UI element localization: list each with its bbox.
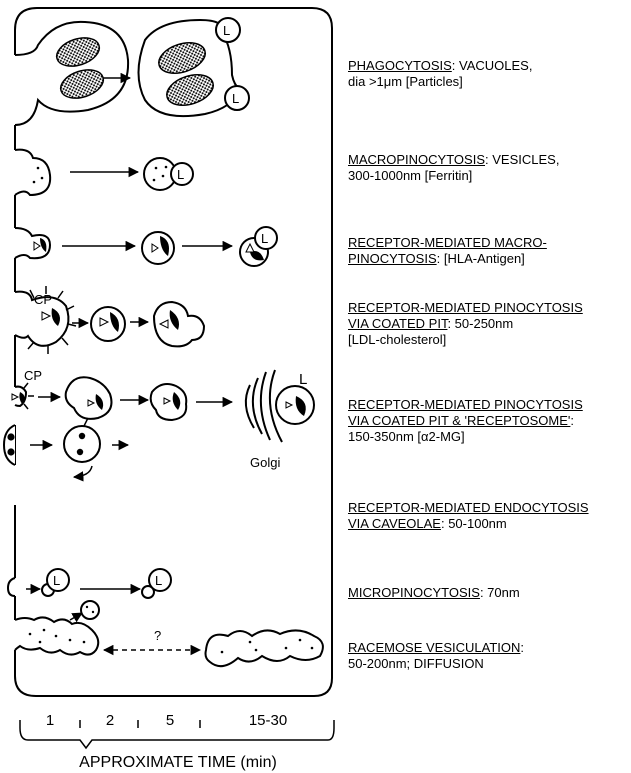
golgi-label: Golgi	[250, 455, 280, 470]
label-coated-pit: RECEPTOR-MEDIATED PINOCYTOSIS VIA COATED…	[348, 300, 583, 347]
lysosome	[148, 568, 172, 592]
lysosome-label: L	[177, 167, 184, 182]
particle	[166, 74, 214, 106]
unknown-pathway-label: ?	[154, 628, 161, 643]
particle	[158, 42, 206, 74]
label-macropinocytosis: MACROPINOCYTOSIS: VESICLES, 300-1000nm […	[348, 152, 560, 183]
macropinocytosis-row	[14, 148, 194, 197]
particle	[59, 69, 105, 99]
lysosome	[170, 162, 194, 186]
lysosome	[215, 17, 241, 43]
tick-label: 5	[166, 712, 174, 729]
cell-border	[14, 7, 333, 697]
label-receptor-macropinocytosis: RECEPTOR-MEDIATED MACRO- PINOCYTOSIS: [H…	[348, 235, 547, 266]
lysosome-label: L	[53, 573, 60, 588]
receptosome-row	[11, 369, 315, 443]
label-receptosome: RECEPTOR-MEDIATED PINOCYTOSIS VIA COATED…	[348, 397, 583, 444]
racemose-row	[14, 600, 324, 668]
label-micropinocytosis: MICROPINOCYTOSIS: 70nm	[348, 585, 520, 600]
caveola	[63, 425, 101, 463]
phagocytic-cup	[14, 20, 130, 126]
golgi-apparatus	[244, 369, 283, 443]
label-racemose: RACEMOSE VESICULATION: 50-200nm; DIFFUSI…	[348, 640, 525, 671]
lysosome	[224, 85, 250, 111]
tick-label: 2	[106, 712, 114, 729]
time-axis	[19, 720, 335, 750]
lysosome-label: L	[299, 371, 307, 388]
tick-label: 1	[46, 712, 54, 729]
coated-pit-label: CP	[24, 368, 42, 383]
caveolae-row	[2, 417, 130, 482]
axis-title: APPROXIMATE TIME (min)	[79, 754, 277, 771]
coated-pit-row	[14, 286, 206, 354]
particle	[55, 37, 101, 67]
lysosome-label: L	[232, 91, 239, 106]
macropinocytic-ruffle	[14, 148, 52, 197]
receptor-macropinocytosis-row	[14, 226, 278, 267]
lysosome-label: L	[261, 231, 268, 246]
label-phagocytosis: PHAGOCYTOSIS: VACUOLES, dia >1μm [Partic…	[348, 58, 533, 89]
lysosome	[46, 568, 70, 592]
tick-label: 15-30	[249, 712, 287, 729]
lysosome-label: L	[155, 573, 162, 588]
label-caveolae: RECEPTOR-MEDIATED ENDOCYTOSIS VIA CAVEOL…	[348, 500, 589, 531]
micropinocytosis-row	[6, 568, 172, 599]
lysosome	[254, 226, 278, 250]
coated-pit-label: CP	[34, 292, 52, 307]
phagocytosis-row	[14, 17, 250, 126]
lysosome-label: L	[223, 23, 230, 38]
